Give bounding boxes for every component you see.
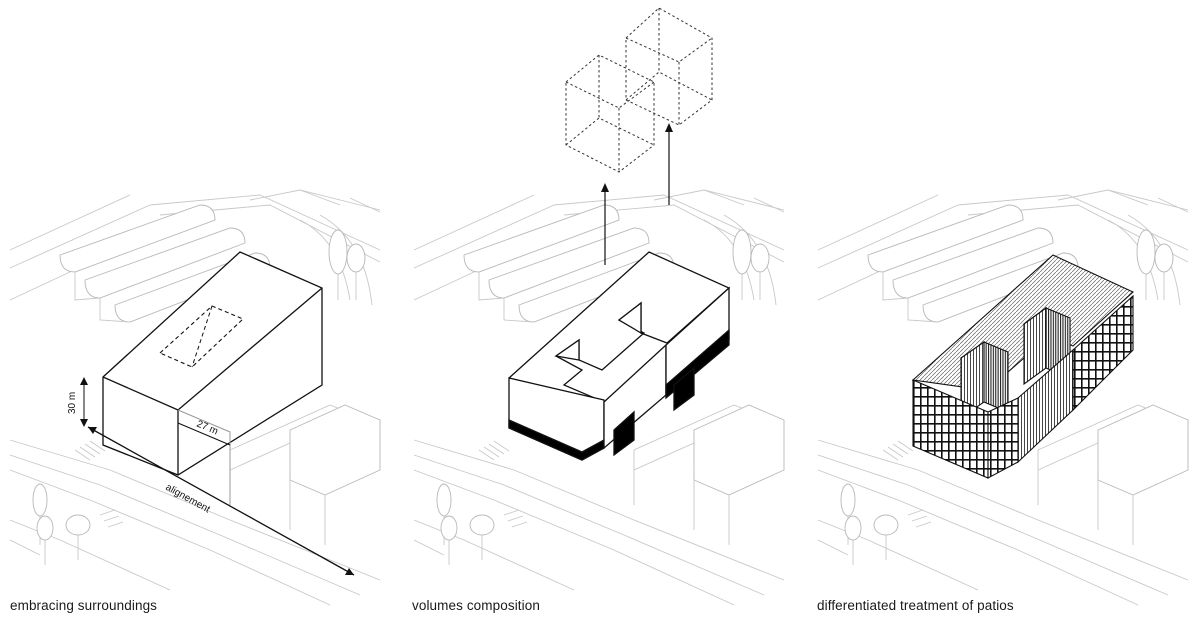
caption-volumes-composition: volumes composition [412, 598, 540, 613]
depth-dimension-line [177, 422, 231, 446]
composed-volume [508, 251, 731, 461]
panel-differentiated-patios: differentiated treatment of patios [808, 0, 1200, 623]
extracted-volumes [565, 7, 713, 173]
building-block [102, 251, 323, 476]
diagram-embracing-surroundings: 30 m 27 m alignement [9, 189, 381, 606]
diagram-volumes-composition [413, 7, 785, 606]
caption-embracing-surroundings: embracing surroundings [10, 598, 158, 613]
panel-volumes-composition: volumes composition [404, 0, 804, 623]
alignment-label: alignement [164, 482, 212, 515]
alignment-arrow [87, 426, 355, 576]
caption-differentiated-patios: differentiated treatment of patios [817, 598, 1014, 613]
height-label: 30 m [67, 392, 78, 414]
diagram-differentiated-patios [817, 189, 1189, 606]
patio-outline [158, 305, 244, 368]
panel-embracing-surroundings: 30 m 27 m alignement embracing surroundi… [0, 0, 400, 623]
urban-context [413, 189, 785, 606]
textured-volume [911, 254, 1134, 479]
